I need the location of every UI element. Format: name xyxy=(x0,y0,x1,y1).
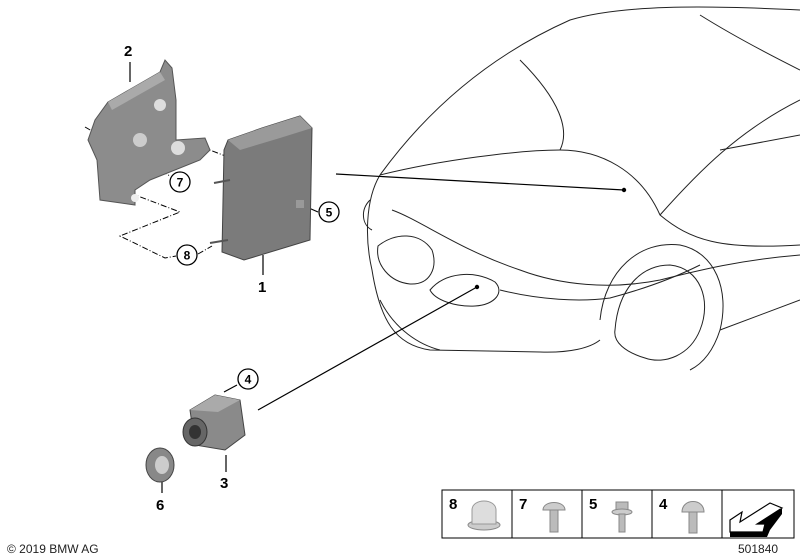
camera-part xyxy=(182,394,246,451)
svg-text:5: 5 xyxy=(326,206,333,220)
leader-dot xyxy=(474,284,480,290)
leader-dot xyxy=(621,187,627,193)
callout-3: 3 xyxy=(220,475,228,492)
callout-8: 8 xyxy=(176,244,198,266)
grommet-part xyxy=(145,447,175,483)
svg-text:7: 7 xyxy=(177,176,184,190)
svg-text:4: 4 xyxy=(245,373,252,387)
legend-number-5: 5 xyxy=(589,496,597,513)
legend-number-4: 4 xyxy=(659,496,668,513)
svg-text:8: 8 xyxy=(184,249,191,263)
leader-lines xyxy=(129,62,625,493)
direction-arrow-icon xyxy=(729,502,784,537)
fastener-legend: 8 7 5 4 xyxy=(441,489,795,539)
diagram-number: 501840 xyxy=(738,542,778,556)
control-unit-part xyxy=(209,115,313,261)
callout-7: 7 xyxy=(169,171,191,193)
callout-5: 5 xyxy=(318,201,340,223)
legend-number-7: 7 xyxy=(519,496,527,513)
legend-number-8: 8 xyxy=(449,496,457,513)
copyright-text: © 2019 BMW AG xyxy=(7,542,99,556)
cap-nut-icon xyxy=(467,500,501,531)
button-head-screw-icon xyxy=(681,501,705,534)
car-outline xyxy=(363,6,800,371)
bracket-part xyxy=(87,59,211,206)
callout-4: 4 xyxy=(237,368,259,390)
callout-6: 6 xyxy=(156,497,164,514)
button-head-screw-icon xyxy=(542,502,566,533)
hex-flange-bolt-icon xyxy=(611,501,633,533)
callout-1: 1 xyxy=(258,279,266,296)
callout-2: 2 xyxy=(124,43,132,60)
